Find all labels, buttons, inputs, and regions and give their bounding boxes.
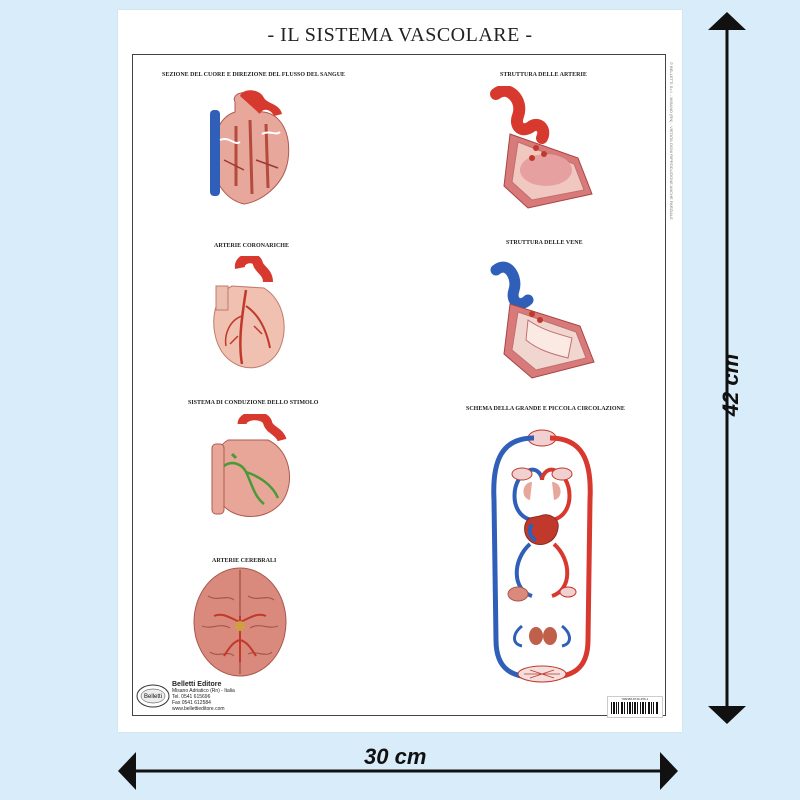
height-label: 42 cm bbox=[718, 353, 744, 417]
poster-frame bbox=[132, 54, 666, 716]
copyright-side-text: © BELLETTI S.r.l. - MISANO (RN) - VIETAT… bbox=[667, 62, 675, 702]
publisher-line3: Fax 0541 612584 bbox=[172, 700, 211, 706]
copyright-note: © BELLETTI S.r.l. - MISANO (RN) - VIETAT… bbox=[669, 62, 674, 220]
publisher-logo-icon: Belletti bbox=[136, 684, 170, 708]
publisher-name: Belletti Editore bbox=[172, 681, 222, 688]
caption-sistema-conduzione: SISTEMA DI CONDUZIONE DELLO STIMOLO bbox=[188, 400, 319, 406]
caption-sezione-cuore: SEZIONE DEL CUORE E DIREZIONE DEL FLUSSO… bbox=[162, 72, 346, 78]
publisher-line4: www.bellettieditore.com bbox=[172, 706, 225, 712]
publisher-logo-text: Belletti bbox=[144, 694, 162, 700]
coronary-arteries-illustration bbox=[213, 256, 285, 369]
width-label: 30 cm bbox=[364, 744, 427, 769]
artery-structure-illustration bbox=[490, 86, 593, 209]
conduction-system-illustration bbox=[211, 414, 290, 517]
publisher-text: Belletti Editore Misano Adriatico (Rn) -… bbox=[172, 681, 235, 712]
width-arrow bbox=[118, 752, 678, 790]
barcode-text: ISBN88-8746-456-1 bbox=[621, 697, 649, 701]
heart-section-illustration bbox=[210, 90, 290, 205]
barcode-bars-icon bbox=[611, 702, 658, 714]
height-arrow bbox=[708, 12, 746, 724]
circulation-diagram-illustration bbox=[491, 429, 593, 683]
publisher-block: Belletti Belletti Editore Misano Adriati… bbox=[136, 680, 286, 716]
caption-schema-circolazione: SCHEMA DELLA GRANDE E PICCOLA CIRCOLAZIO… bbox=[466, 406, 625, 412]
vein-structure-illustration bbox=[490, 261, 595, 379]
caption-struttura-vene: STRUTTURA DELLE VENE bbox=[506, 240, 583, 246]
publisher-line1: Misano Adriatico (Rn) - Italia bbox=[172, 688, 235, 694]
barcode: ISBN88-8746-456-1 bbox=[607, 696, 663, 718]
caption-arterie-coronariche: ARTERIE CORONARICHE bbox=[214, 243, 289, 249]
poster-title: - IL SISTEMA VASCOLARE - bbox=[267, 24, 533, 46]
publisher-line2: Tel. 0541 615696 bbox=[172, 694, 211, 700]
cerebral-arteries-illustration bbox=[193, 567, 287, 677]
caption-struttura-arterie: STRUTTURA DELLE ARTERIE bbox=[500, 72, 587, 78]
caption-arterie-cerebrali: ARTERIE CEREBRALI bbox=[212, 558, 277, 564]
poster: - IL SISTEMA VASCOLARE - SEZIONE DEL CUO… bbox=[118, 10, 682, 732]
